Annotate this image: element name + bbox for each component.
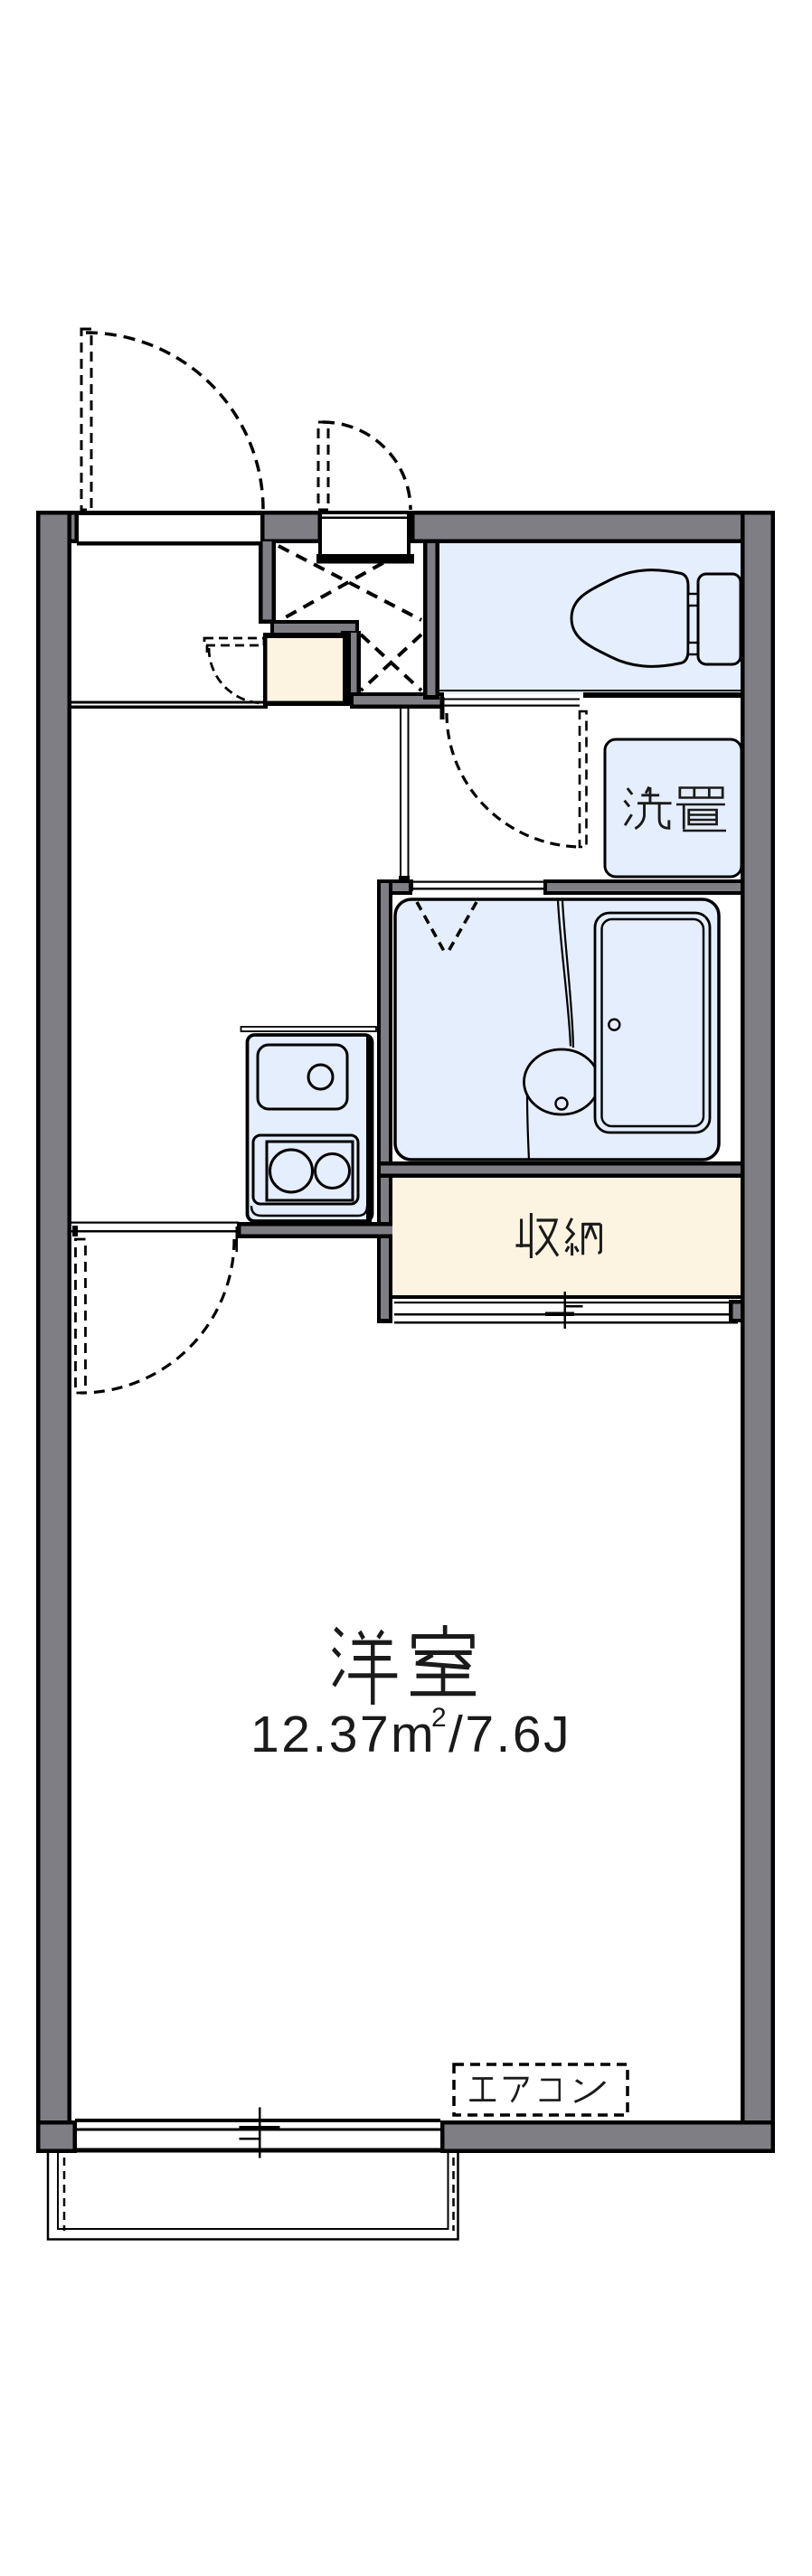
svg-text:12.37m: 12.37m — [250, 1706, 436, 1763]
svg-text:/7.6J: /7.6J — [448, 1706, 571, 1763]
svg-text:2: 2 — [431, 1703, 447, 1733]
